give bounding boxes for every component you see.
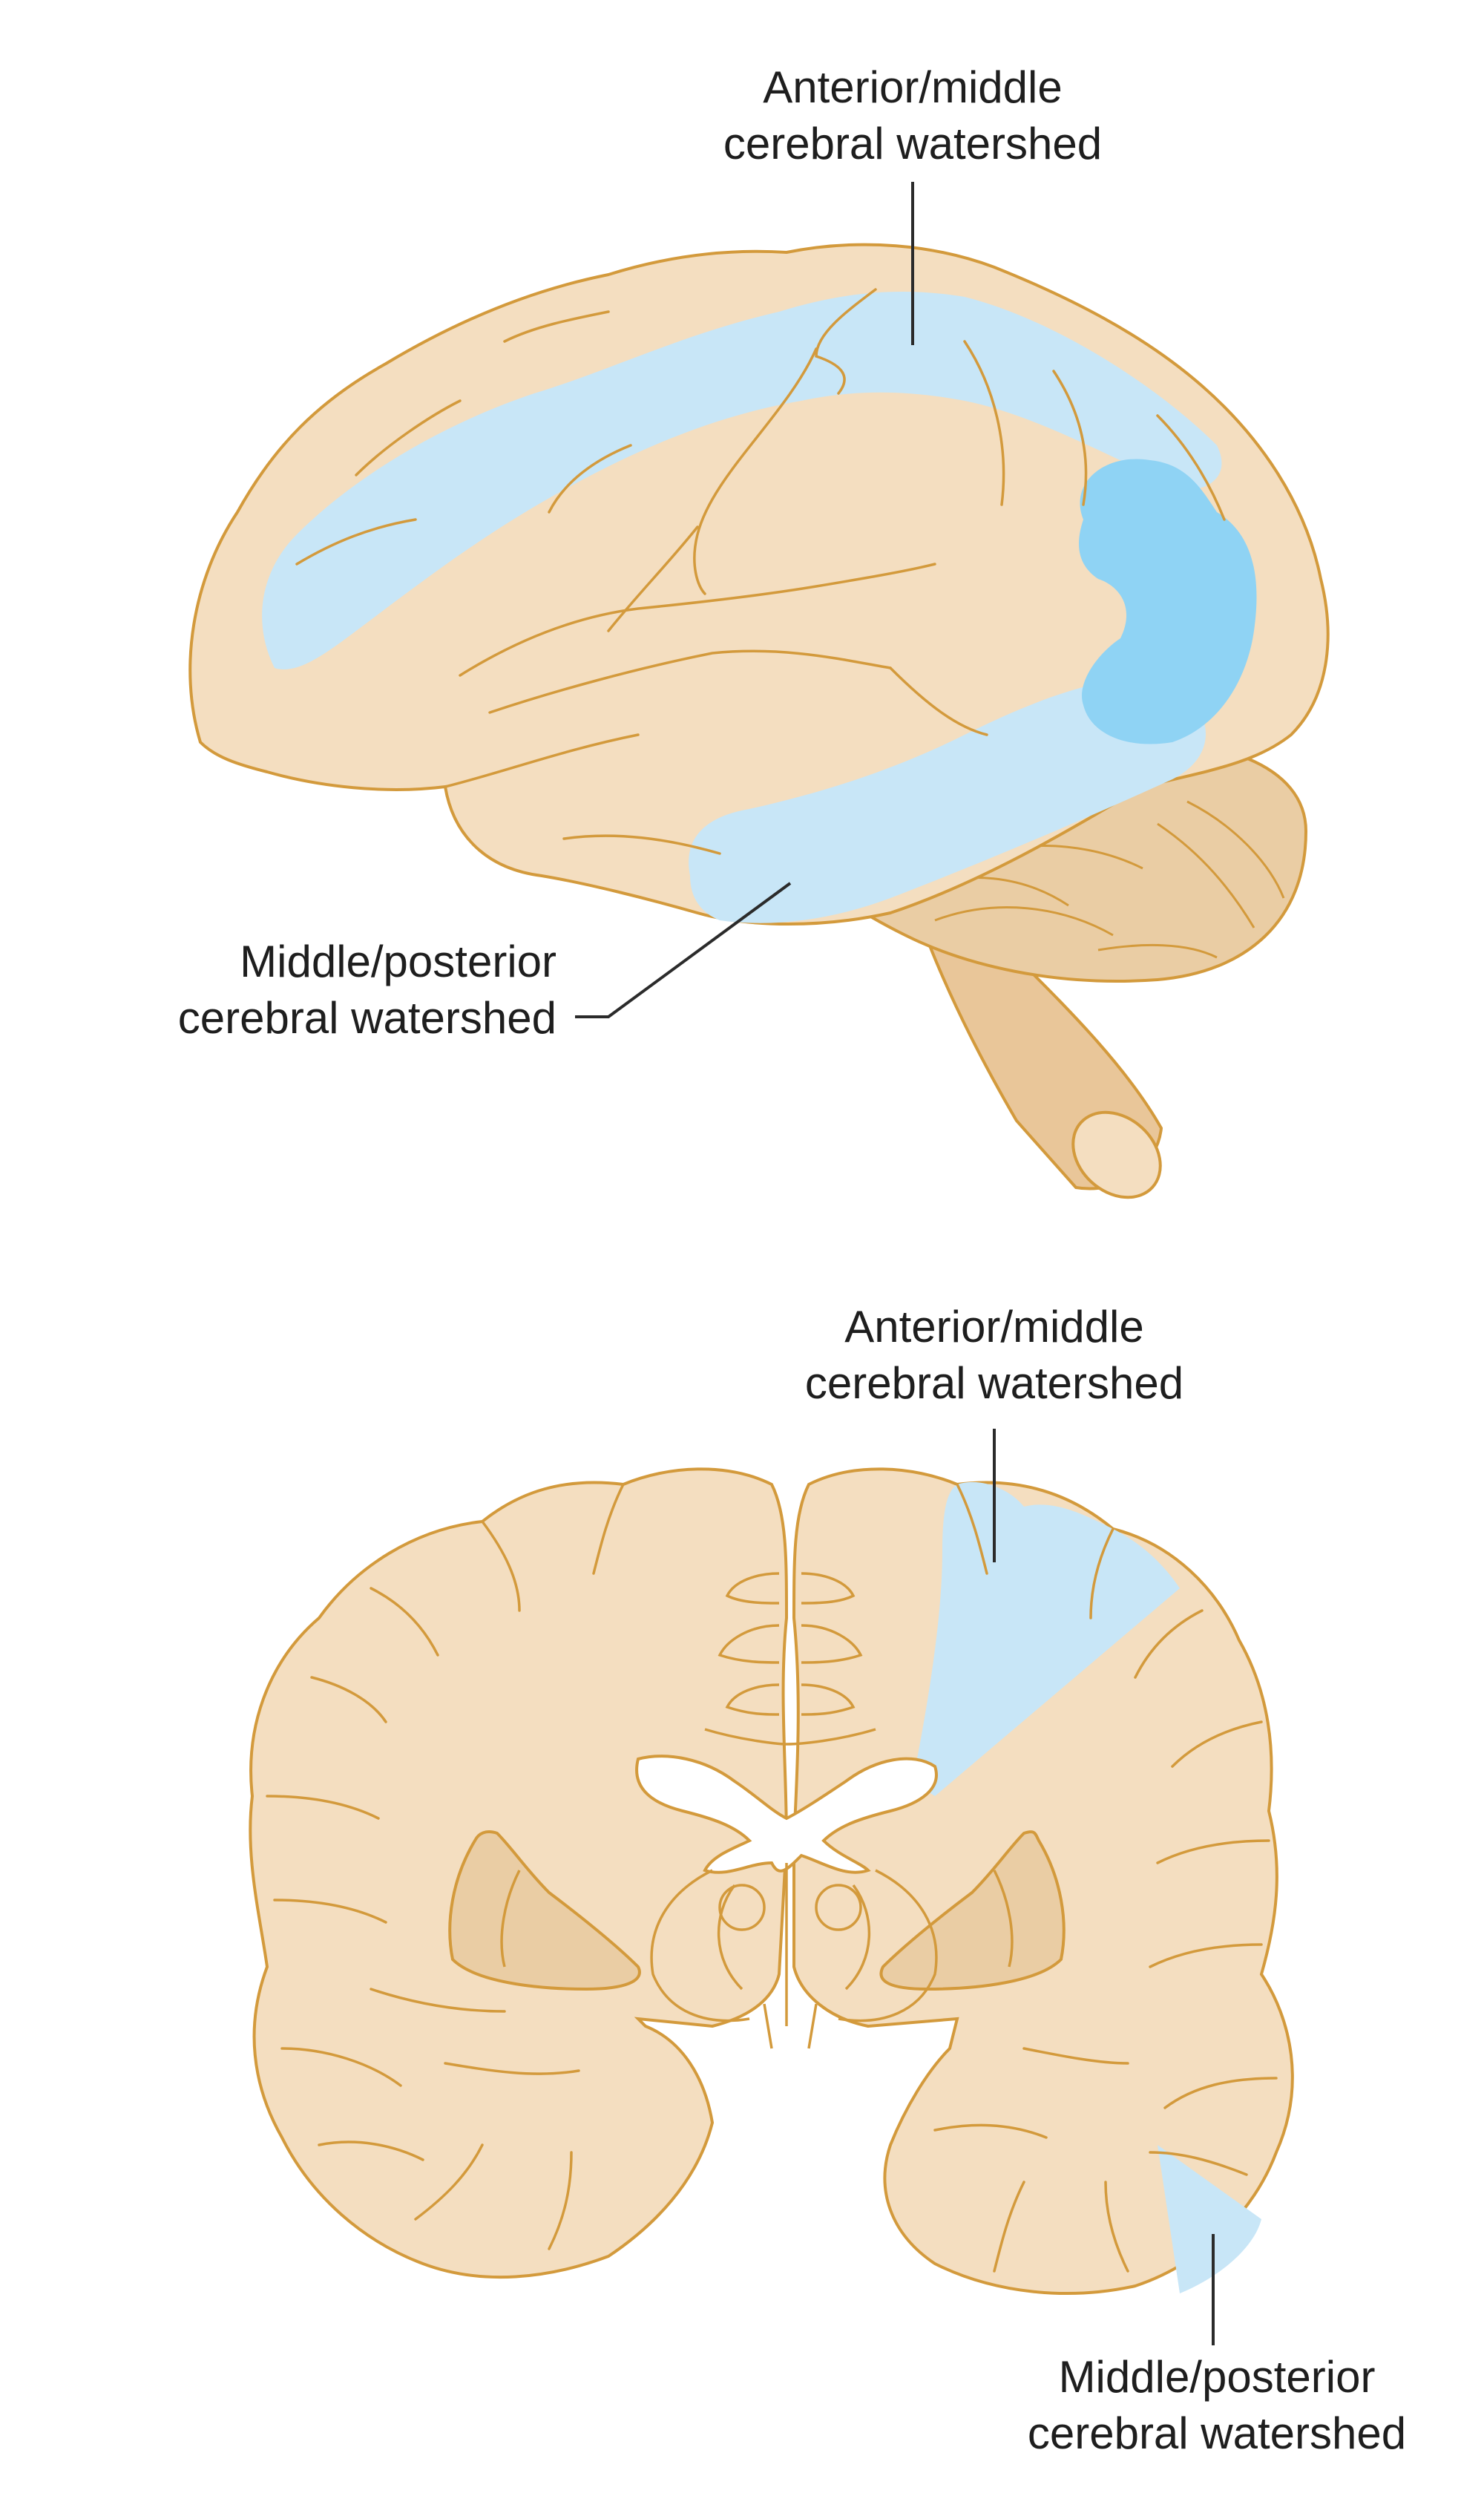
lateral-bottom-label: Middle/posterior cerebral watershed bbox=[104, 934, 556, 1046]
coronal-cortical-sulci bbox=[266, 1483, 1278, 2273]
watershed-confluence-zone bbox=[1079, 459, 1257, 744]
coronal-anterior-middle-watershed bbox=[913, 1481, 1180, 1796]
coronal-top-label: Anterior/middle cerebral watershed bbox=[772, 1299, 1217, 1412]
lateral-top-label-line1: Anterior/middle bbox=[763, 62, 1063, 112]
coronal-middle-posterior-watershed bbox=[1158, 2145, 1261, 2293]
left-putamen bbox=[500, 1870, 521, 1968]
brainstem-cut-end bbox=[1071, 1110, 1162, 1199]
coronal-top-label-line2: cerebral watershed bbox=[804, 1358, 1184, 1408]
coronal-brain-section bbox=[249, 1467, 1294, 2295]
medial-sulci bbox=[704, 1572, 876, 1746]
lateral-ventricles bbox=[635, 1755, 938, 1874]
middle-posterior-watershed-band bbox=[689, 678, 1206, 923]
coronal-bottom-label-line2: cerebral watershed bbox=[1027, 2408, 1407, 2458]
lateral-top-label: Anterior/middle cerebral watershed bbox=[690, 59, 1135, 172]
coronal-bottom-label-line1: Middle/posterior bbox=[1058, 2352, 1376, 2402]
coronal-bottom-label: Middle/posterior cerebral watershed bbox=[987, 2349, 1447, 2462]
lateral-top-label-line2: cerebral watershed bbox=[723, 119, 1103, 168]
right-basal-ganglia bbox=[879, 1830, 1066, 1991]
cortical-sulci bbox=[295, 288, 1226, 855]
coronal-top-label-line1: Anterior/middle bbox=[844, 1302, 1144, 1352]
lateral-bottom-label-line1: Middle/posterior bbox=[240, 937, 556, 986]
lateral-brain-view bbox=[188, 243, 1330, 1199]
left-basal-ganglia bbox=[448, 1830, 641, 1991]
anterior-middle-watershed-band bbox=[262, 291, 1222, 669]
lateral-bottom-label-line2: cerebral watershed bbox=[177, 993, 556, 1043]
lateral-bottom-leader-line bbox=[575, 882, 792, 1018]
deep-structures bbox=[650, 1863, 938, 2049]
right-putamen bbox=[993, 1870, 1014, 1968]
